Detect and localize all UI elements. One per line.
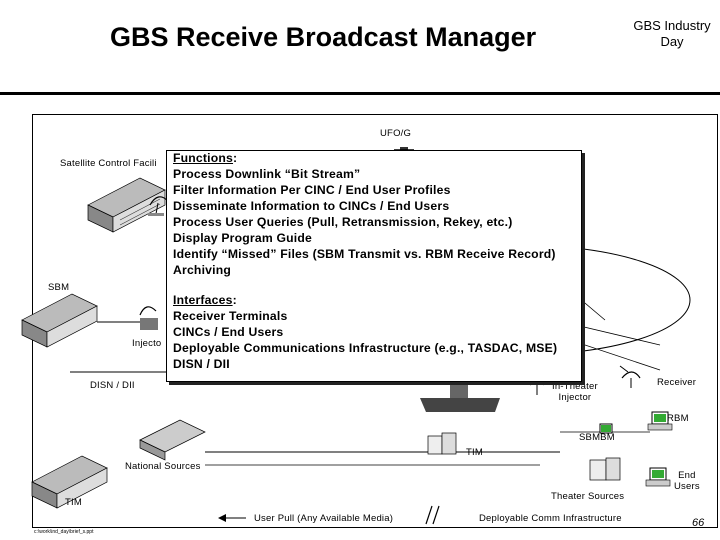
functions-item: Disseminate Information to CINCs / End U… xyxy=(173,199,450,213)
functions-item: Process User Queries (Pull, Retransmissi… xyxy=(173,215,513,229)
interfaces-item: DISN / DII xyxy=(173,357,230,371)
user-pull-legend: User Pull (Any Available Media) xyxy=(254,513,394,524)
theater-source-icon xyxy=(589,457,621,481)
theater-sources-label: Theater Sources xyxy=(551,491,625,502)
building-icon xyxy=(21,293,98,348)
event-name: GBS Industry Day xyxy=(633,18,711,49)
interfaces-item: Receiver Terminals xyxy=(173,309,288,323)
in-theater-dish-icon xyxy=(529,379,545,395)
interfaces-item: CINCs / End Users xyxy=(173,325,284,339)
deployable-comm-legend: Deployable Comm Infrastructure xyxy=(479,513,622,524)
functions-item: Identify “Missed” Files (SBM Transmit vs… xyxy=(173,247,556,261)
building-icon xyxy=(31,455,108,509)
computer-icon xyxy=(645,467,671,487)
functions-heading: Functions xyxy=(173,151,234,165)
injector-dish-icon xyxy=(139,306,158,330)
sbm-label: SBM xyxy=(48,282,70,293)
functions-item: Process Downlink “Bit Stream” xyxy=(173,167,361,181)
tim-bottom-label: TIM xyxy=(65,497,82,508)
ship-icon xyxy=(420,370,500,412)
computer-icon xyxy=(647,411,673,431)
sbm-rbm-label: SBMBM xyxy=(579,432,615,443)
national-sources-label: National Sources xyxy=(125,461,201,472)
receiver-dish-icon xyxy=(619,365,641,388)
functions-item: Display Program Guide xyxy=(173,231,312,245)
facility-icon xyxy=(139,419,206,461)
legend-separator xyxy=(425,505,440,525)
page-title: GBS Receive Broadcast Manager xyxy=(110,22,537,52)
rbm-label: RBM xyxy=(667,413,689,424)
interfaces-heading-line: Interfaces: xyxy=(173,293,237,307)
functions-item: Archiving xyxy=(173,263,232,277)
building-icon xyxy=(87,177,166,233)
header-rule xyxy=(0,92,720,95)
satellite-control-label: Satellite Control Facili xyxy=(60,158,157,169)
injector-label: Injecto xyxy=(132,338,162,349)
interfaces-heading: Interfaces xyxy=(173,293,233,307)
ufo-label: UFO/G xyxy=(380,128,412,139)
tim-rack-icon xyxy=(427,432,457,455)
disn-label: DISN / DII xyxy=(90,380,135,391)
functions-heading-line: Functions: xyxy=(173,151,238,165)
interfaces-item: Deployable Communications Infrastructure… xyxy=(173,341,558,355)
file-path: c:\work\ind_day\brief_s.ppt xyxy=(34,529,94,535)
in-theater-injector-label: In-Theater Injector xyxy=(552,381,598,403)
tim-label: TIM xyxy=(466,447,483,458)
receiver-label: Receiver xyxy=(657,377,697,388)
functions-interfaces-box: Functions: Process Downlink “Bit Stream”… xyxy=(166,150,582,382)
page-number: 66 xyxy=(692,517,705,529)
computer-icon xyxy=(599,423,613,434)
end-users-label: End Users xyxy=(674,470,700,492)
user-pull-arrow xyxy=(218,514,246,522)
functions-item: Filter Information Per CINC / End User P… xyxy=(173,183,451,197)
